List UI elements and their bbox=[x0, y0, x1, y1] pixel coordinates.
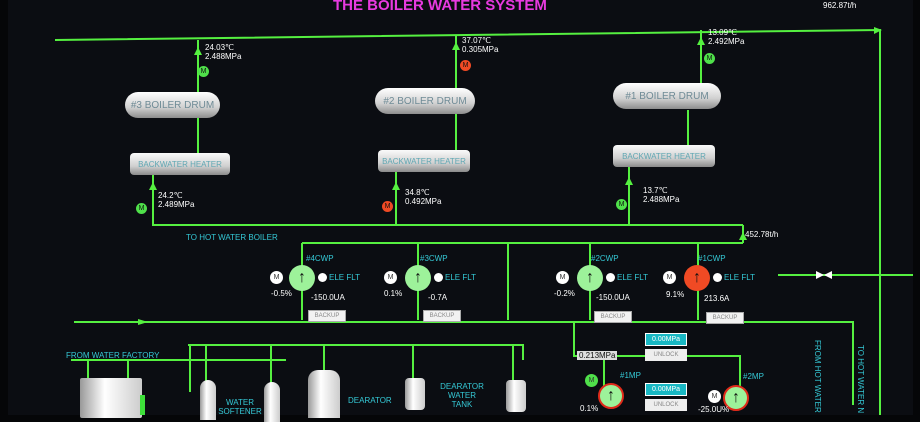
fault-label: ELE FLT bbox=[617, 273, 648, 282]
mp2-pump-icon[interactable]: ↑ bbox=[723, 385, 749, 411]
boiler-3-out-press: 2.488MPa bbox=[205, 52, 242, 61]
mp2-unlock-button[interactable]: UNLOCK bbox=[645, 399, 687, 411]
fault-label: ELE FLT bbox=[329, 273, 360, 282]
mp2-pressure: 0.00MPa bbox=[645, 383, 687, 396]
mp1-percent: 0.1% bbox=[580, 404, 599, 413]
main-flow-readout: 962.87t/h bbox=[823, 1, 857, 10]
fault-label: ELE FLT bbox=[445, 273, 476, 282]
pump-percent: -0.2% bbox=[554, 289, 575, 298]
motor-icon: M bbox=[585, 374, 598, 387]
boiler-2-outlet-valve[interactable]: M bbox=[460, 60, 471, 71]
backup-button[interactable]: BACKUP bbox=[423, 310, 461, 322]
dearator-tank-label: DEARATOR WATER TANK bbox=[440, 382, 484, 409]
backup-button[interactable]: BACKUP bbox=[594, 311, 632, 323]
page-title: THE BOILER WATER SYSTEM bbox=[333, 0, 547, 14]
pump-percent: 0.1% bbox=[384, 289, 403, 298]
from-hot-water-label: FROM HOT WATER bbox=[813, 340, 822, 413]
fault-indicator-icon bbox=[318, 273, 327, 282]
boiler-2-heater[interactable]: BACKWATER HEATER bbox=[378, 150, 470, 172]
pump-arrow-icon[interactable]: ↑ bbox=[684, 265, 710, 291]
pump-current: 213.6A bbox=[704, 294, 730, 303]
mp2-name: #2MP bbox=[743, 372, 764, 381]
boiler-1-outlet-valve[interactable]: M bbox=[704, 53, 715, 64]
mp1-name: #1MP bbox=[620, 371, 641, 380]
fault-indicator-icon bbox=[434, 273, 443, 282]
motor-icon: M bbox=[556, 271, 569, 284]
pump-current: -150.0UA bbox=[596, 293, 630, 302]
pump-percent: -0.5% bbox=[271, 289, 292, 298]
pump-name: #3CWP bbox=[420, 254, 448, 263]
pump-current: -150.0UA bbox=[311, 293, 345, 302]
softener-2 bbox=[264, 382, 280, 422]
softener-1 bbox=[200, 380, 216, 420]
boiler-2-drum[interactable]: #2 BOILER DRUM bbox=[375, 88, 475, 114]
dearator-vessel bbox=[308, 370, 340, 418]
boiler-2-out-temp: 37.07℃ bbox=[462, 36, 492, 45]
boiler-2-out-press: 0.305MPa bbox=[462, 45, 499, 54]
dearator-tank-1 bbox=[405, 378, 425, 410]
mp1-pump-icon[interactable]: ↑ bbox=[598, 383, 624, 409]
water-tank bbox=[80, 378, 142, 418]
boiler-2-inlet-valve[interactable]: M bbox=[382, 201, 393, 212]
pump-name: #1CWP bbox=[698, 254, 726, 263]
tank-level-bar bbox=[140, 395, 145, 415]
pump-name: #4CWP bbox=[306, 254, 334, 263]
scada-screen: THE BOILER WATER SYSTEM 962.87t/h #3 BOI… bbox=[8, 0, 913, 422]
boiler-1-out-press: 2.492MPa bbox=[708, 37, 745, 46]
motor-icon: M bbox=[384, 271, 397, 284]
fault-indicator-icon bbox=[606, 273, 615, 282]
boiler-1-drum[interactable]: #1 BOILER DRUM bbox=[613, 83, 721, 109]
boiler-1-out-temp: 13.09℃ bbox=[708, 28, 738, 37]
boiler-1-in-temp: 13.7℃ bbox=[643, 186, 668, 195]
pump-percent: 9.1% bbox=[666, 290, 685, 299]
boiler-1-heater[interactable]: BACKWATER HEATER bbox=[613, 145, 715, 167]
return-flow-readout: 452.78t/h bbox=[745, 230, 779, 239]
pump-name: #2CWP bbox=[591, 254, 619, 263]
motor-icon: M bbox=[270, 271, 283, 284]
makeup-pressure-readout: 0.213MPa bbox=[577, 351, 618, 360]
pump-arrow-icon[interactable]: ↑ bbox=[405, 265, 431, 291]
boiler-1-inlet-valve[interactable]: M bbox=[616, 199, 627, 210]
pump-arrow-icon[interactable]: ↑ bbox=[577, 265, 603, 291]
pump-arrow-icon[interactable]: ↑ bbox=[289, 265, 315, 291]
fault-label: ELE FLT bbox=[724, 273, 755, 282]
mp1-pressure: 0.00MPa bbox=[645, 333, 687, 346]
dearator-label: DEARATOR bbox=[348, 396, 392, 405]
mp1-unlock-button[interactable]: UNLOCK bbox=[645, 349, 687, 361]
backup-button[interactable]: BACKUP bbox=[308, 310, 346, 322]
backup-button[interactable]: BACKUP bbox=[706, 312, 744, 324]
boiler-3-outlet-valve[interactable]: M bbox=[198, 66, 209, 77]
boiler-3-out-temp: 24.03℃ bbox=[205, 43, 235, 52]
boiler-2-in-press: 0.492MPa bbox=[405, 197, 442, 206]
mp2-percent: -25.0U% bbox=[698, 405, 730, 414]
boiler-1-in-press: 2.488MPa bbox=[643, 195, 680, 204]
from-water-factory-label: FROM WATER FACTORY bbox=[66, 351, 160, 360]
water-softener-label: WATER SOFTENER bbox=[218, 398, 262, 416]
dearator-tank-2 bbox=[506, 380, 526, 412]
boiler-2-in-temp: 34.8℃ bbox=[405, 188, 430, 197]
motor-icon: M bbox=[663, 271, 676, 284]
boiler-3-in-temp: 24.2℃ bbox=[158, 191, 183, 200]
to-hot-water-boiler-label: TO HOT WATER BOILER bbox=[186, 233, 278, 242]
boiler-3-heater[interactable]: BACKWATER HEATER bbox=[130, 153, 230, 175]
boiler-3-inlet-valve[interactable]: M bbox=[136, 203, 147, 214]
fault-indicator-icon bbox=[713, 273, 722, 282]
to-hot-water-label: TO HOT WATER N bbox=[856, 345, 865, 414]
pump-current: -0.7A bbox=[428, 293, 448, 302]
boiler-3-drum[interactable]: #3 BOILER DRUM bbox=[125, 92, 220, 118]
boiler-3-in-press: 2.489MPa bbox=[158, 200, 195, 209]
motor-icon: M bbox=[708, 390, 721, 403]
